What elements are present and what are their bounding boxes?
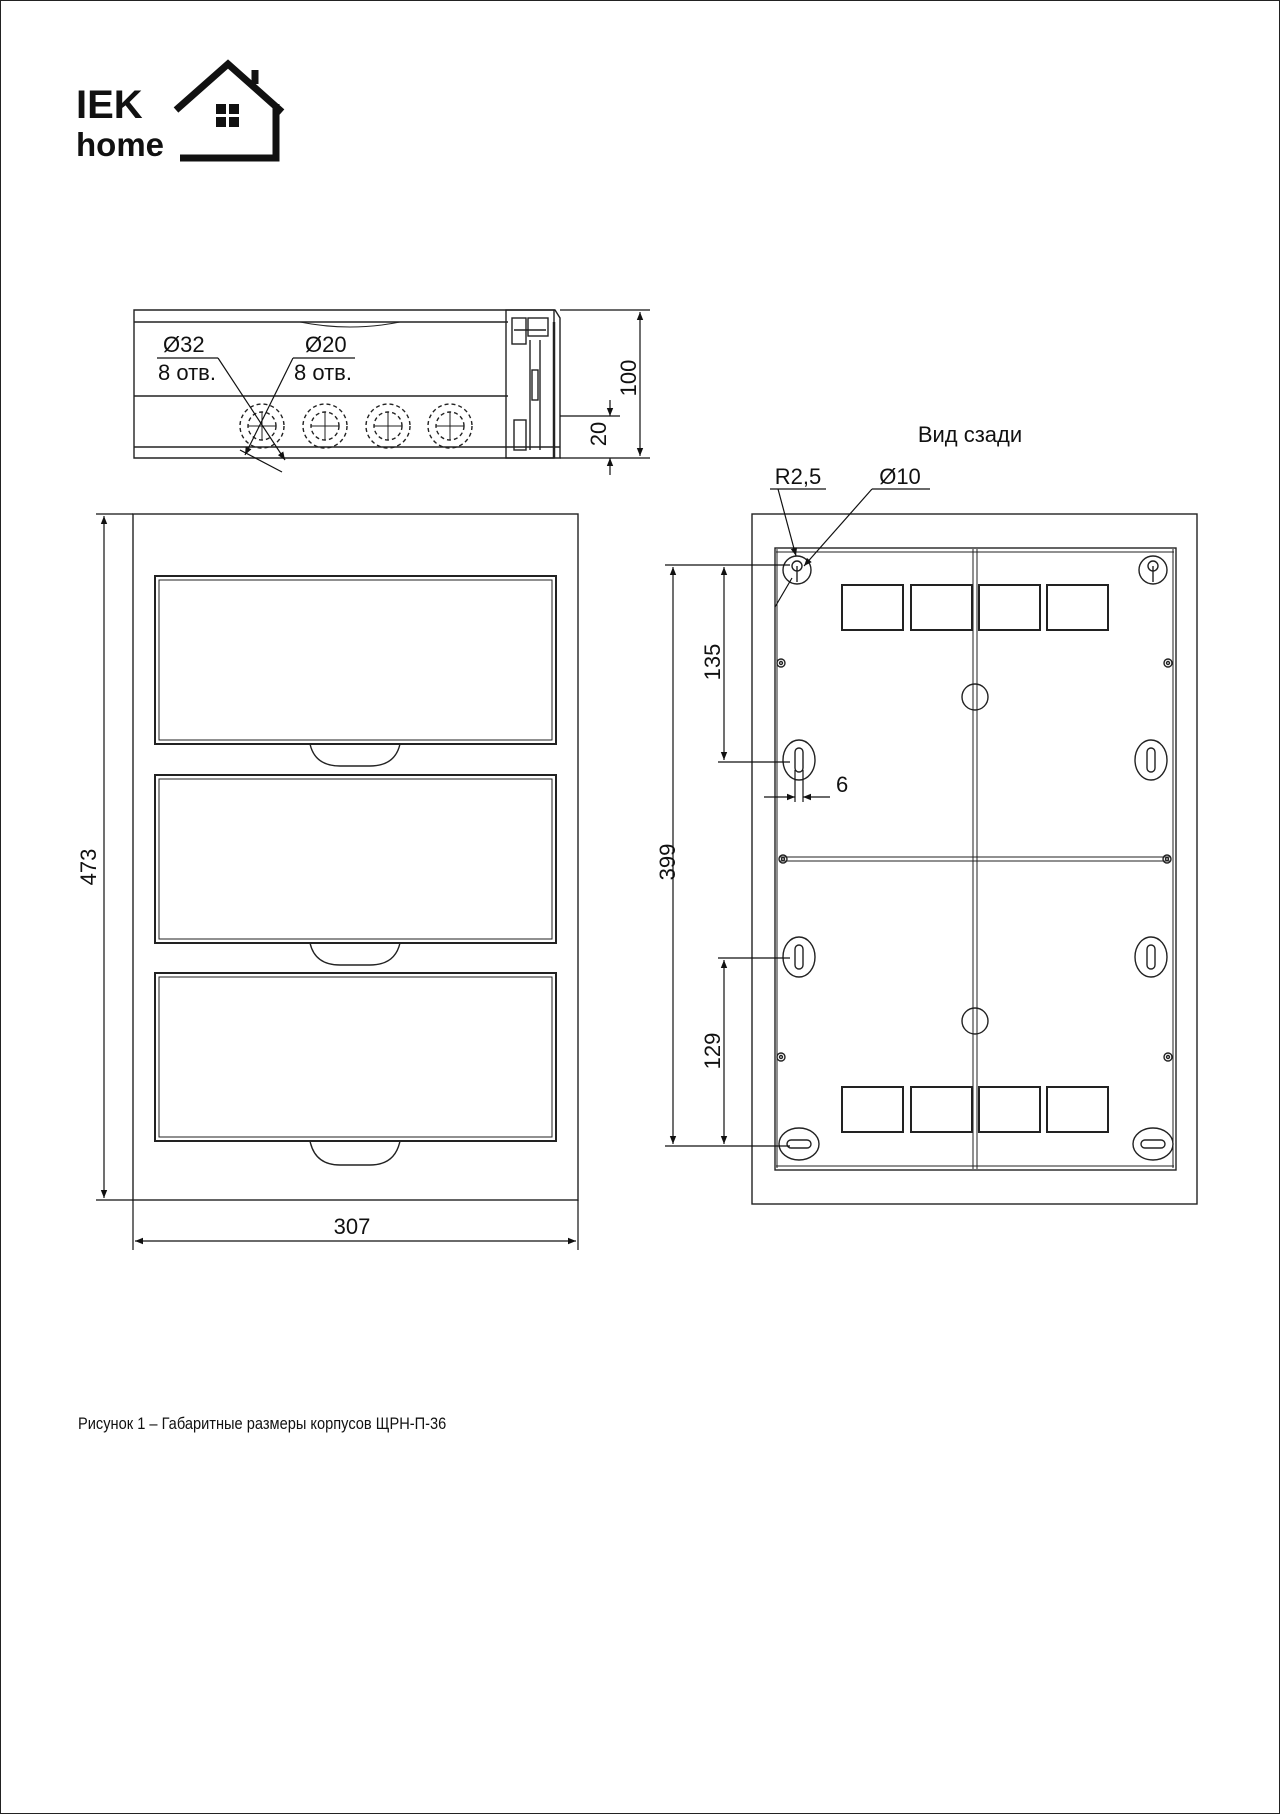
rear-leaders <box>770 488 930 608</box>
logo-sub-text: home <box>76 126 164 163</box>
radius-label: R2,5 <box>775 464 821 489</box>
house-icon <box>173 59 285 162</box>
hole-large-count-label: 8 отв. <box>158 360 216 385</box>
keyhole-mount-left <box>782 555 812 585</box>
slot-width-label: 6 <box>836 772 848 797</box>
rear-view-title: Вид сзади <box>918 422 1022 447</box>
rear-top-spacing-label: 135 <box>700 644 725 681</box>
rear-cutouts-top <box>841 584 1109 631</box>
rear-view <box>751 513 1198 1205</box>
iek-home-logo: IEK home <box>76 59 285 163</box>
hole-small-count-label: 8 отв. <box>294 360 352 385</box>
side-view-leaders <box>157 357 355 473</box>
front-door-row-2 <box>154 774 557 966</box>
side-view <box>133 309 561 459</box>
front-view <box>132 513 579 1201</box>
rear-hole-label: Ø10 <box>879 464 921 489</box>
front-door-row-1 <box>154 575 557 767</box>
hole-large-diameter-label: Ø32 <box>163 332 205 357</box>
front-door-row-3 <box>154 972 557 1166</box>
front-dimensions <box>96 513 579 1250</box>
horizontal-slot-mounts <box>778 1127 1174 1161</box>
hole-small-diameter-label: Ø20 <box>305 332 347 357</box>
keyhole-mount-right <box>1138 555 1168 585</box>
rear-cutouts-bottom <box>841 1086 1109 1133</box>
offset-label: 20 <box>586 422 611 446</box>
front-height-label: 473 <box>76 849 101 886</box>
vertical-slot-mounts <box>782 739 1168 978</box>
rear-height-label: 399 <box>655 844 680 881</box>
house-window-icon <box>216 104 239 127</box>
depth-label: 100 <box>616 360 641 397</box>
front-width-label: 307 <box>334 1214 371 1239</box>
depth-dimension <box>560 309 650 475</box>
rear-dimensions <box>665 564 830 1147</box>
logo-brand-text: IEK <box>76 83 143 127</box>
rear-bottom-spacing-label: 129 <box>700 1033 725 1070</box>
figure-caption: Рисунок 1 – Габаритные размеры корпусов … <box>78 1414 447 1433</box>
